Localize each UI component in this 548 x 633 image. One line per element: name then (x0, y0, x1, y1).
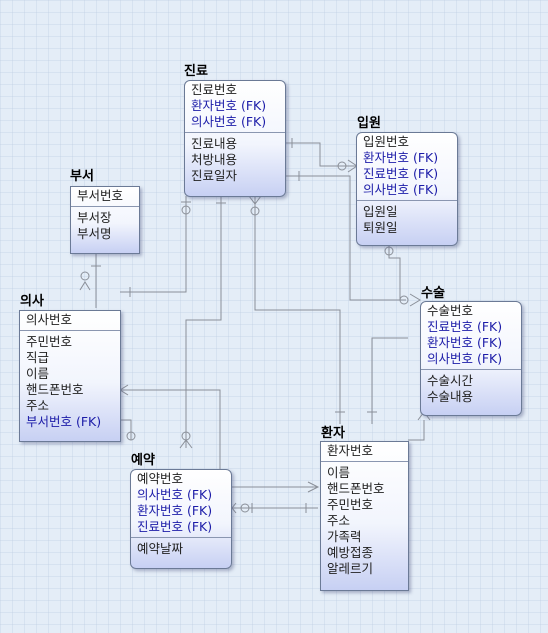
attr-buseo-beonho-fk: 부서번호 (FK) (26, 414, 102, 429)
entity-susul-attrs: 수술시간 수술내용 (421, 370, 521, 407)
entity-jinryo-attrs: 진료내용 처방내용 진료일자 (185, 133, 285, 186)
entity-uisa[interactable]: 의사번호 주민번호 직급 이름 핸드폰번호 주소 부서번호 (FK) (19, 310, 121, 442)
attr-uisa-beonho-fk: 의사번호 (FK) (137, 487, 213, 502)
entity-jinryo-keys: 진료번호 환자번호 (FK) 의사번호 (FK) (185, 81, 285, 133)
entity-uisa-keys: 의사번호 (20, 311, 120, 331)
attr-jikgeup: 직급 (26, 350, 50, 365)
attr-juso: 주소 (327, 513, 351, 528)
entity-yeyak[interactable]: 예약번호 의사번호 (FK) 환자번호 (FK) 진료번호 (FK) 예약날짜 (130, 469, 232, 569)
link-jinryo-yeyak (185, 196, 222, 448)
entity-hwanja-attrs: 이름 핸드폰번호 주민번호 주소 가족력 예방접종 알레르기 (321, 462, 408, 579)
attr-gajokryeok: 가족력 (327, 529, 362, 544)
link-jinryo-ipwon (286, 142, 357, 167)
entity-jinryo[interactable]: 진료번호 환자번호 (FK) 의사번호 (FK) 진료내용 처방내용 진료일자 (184, 80, 286, 197)
entity-title-uisa: 의사 (20, 294, 44, 309)
entity-title-ipwon: 입원 (357, 116, 381, 131)
entity-hwanja-keys: 환자번호 (321, 442, 408, 462)
attr-handphone-beonho: 핸드폰번호 (26, 382, 84, 397)
attr-jinryo-naeyong: 진료내용 (191, 136, 238, 151)
link-hwanja-susul (371, 337, 408, 424)
attr-susul-beonho: 수술번호 (427, 303, 474, 318)
entity-title-yeyak: 예약 (131, 453, 155, 468)
attr-susul-sigan: 수술시간 (427, 373, 474, 388)
attr-uisa-beonho: 의사번호 (26, 312, 73, 327)
entity-hwanja[interactable]: 환자번호 이름 핸드폰번호 주민번호 주소 가족력 예방접종 알레르기 (320, 441, 409, 591)
entity-ipwon-keys: 입원번호 환자번호 (FK) 진료번호 (FK) 의사번호 (FK) (357, 133, 457, 201)
attr-jumin-beonho: 주민번호 (327, 497, 374, 512)
entity-uisa-attrs: 주민번호 직급 이름 핸드폰번호 주소 부서번호 (FK) (20, 331, 120, 432)
attr-hwanja-beonho-fk: 환자번호 (FK) (191, 98, 267, 113)
link-hwanja-ipwon (286, 175, 406, 301)
entity-yeyak-keys: 예약번호 의사번호 (FK) 환자번호 (FK) 진료번호 (FK) (131, 470, 231, 538)
attr-susul-naeyong: 수술내용 (427, 389, 474, 404)
link-jinryo-uisa (120, 196, 187, 293)
attr-ireum: 이름 (26, 366, 50, 381)
attr-yeyak-naljja: 예약날짜 (137, 541, 184, 556)
attr-yeyak-beonho: 예약번호 (137, 471, 184, 486)
entity-yeyak-attrs: 예약날짜 (131, 538, 231, 559)
entity-susul-keys: 수술번호 진료번호 (FK) 환자번호 (FK) 의사번호 (FK) (421, 302, 521, 370)
attr-cheobang-naeyong: 처방내용 (191, 152, 238, 167)
attr-uisa-beonho-fk: 의사번호 (FK) (363, 182, 439, 197)
attr-ireum: 이름 (327, 465, 351, 480)
attr-hwanja-beonho-fk: 환자번호 (FK) (427, 335, 503, 350)
attr-hwanja-beonho: 환자번호 (327, 443, 374, 458)
attr-yebang-jeopjong: 예방접종 (327, 545, 374, 560)
attr-hwanja-beonho-fk: 환자번호 (FK) (137, 503, 213, 518)
link-ipwon-susul (388, 245, 401, 300)
entity-buseo[interactable]: 부서번호 부서장 부서명 (70, 186, 140, 254)
attr-ipwon-beonho: 입원번호 (363, 134, 410, 149)
attr-uisa-beonho-fk: 의사번호 (FK) (427, 351, 503, 366)
entity-buseo-keys: 부서번호 (71, 187, 139, 207)
attr-uisa-beonho-fk: 의사번호 (FK) (191, 114, 267, 129)
link-uisa-yeyak (120, 389, 221, 470)
attr-jumin-beonho: 주민번호 (26, 334, 73, 349)
attr-jinryo-beonho-fk: 진료번호 (FK) (363, 166, 439, 181)
attr-jinryo-ilja: 진료일자 (191, 168, 238, 183)
entity-ipwon-attrs: 입원일 퇴원일 (357, 201, 457, 238)
entity-ipwon[interactable]: 입원번호 환자번호 (FK) 진료번호 (FK) 의사번호 (FK) 입원일 퇴… (356, 132, 458, 246)
entity-title-buseo: 부서 (70, 169, 94, 184)
attr-ipwon-il: 입원일 (363, 204, 398, 219)
entity-buseo-attrs: 부서장 부서명 (71, 207, 139, 244)
attr-toewon-il: 퇴원일 (363, 220, 398, 235)
attr-jinryo-beonho-fk: 진료번호 (FK) (137, 519, 213, 534)
attr-buseo-beonho: 부서번호 (77, 188, 124, 203)
entity-title-susul: 수술 (421, 286, 445, 301)
attr-allergy: 알레르기 (327, 561, 374, 576)
attr-hwanja-beonho-fk: 환자번호 (FK) (363, 150, 439, 165)
entity-susul[interactable]: 수술번호 진료번호 (FK) 환자번호 (FK) 의사번호 (FK) 수술시간 … (420, 301, 522, 416)
attr-buseo-jang: 부서장 (77, 210, 112, 225)
attr-buseo-myeong: 부서명 (77, 226, 112, 241)
attr-handphone-beonho: 핸드폰번호 (327, 481, 385, 496)
link-jinryo-hwanja (254, 196, 341, 424)
attr-jinryo-beonho-fk: 진료번호 (FK) (427, 319, 503, 334)
entity-title-hwanja: 환자 (321, 426, 345, 441)
attr-juso: 주소 (26, 398, 50, 413)
link-uisa-yeyak-2 (120, 419, 132, 440)
attr-jinryo-beonho: 진료번호 (191, 82, 238, 97)
entity-title-jinryo: 진료 (184, 64, 208, 79)
